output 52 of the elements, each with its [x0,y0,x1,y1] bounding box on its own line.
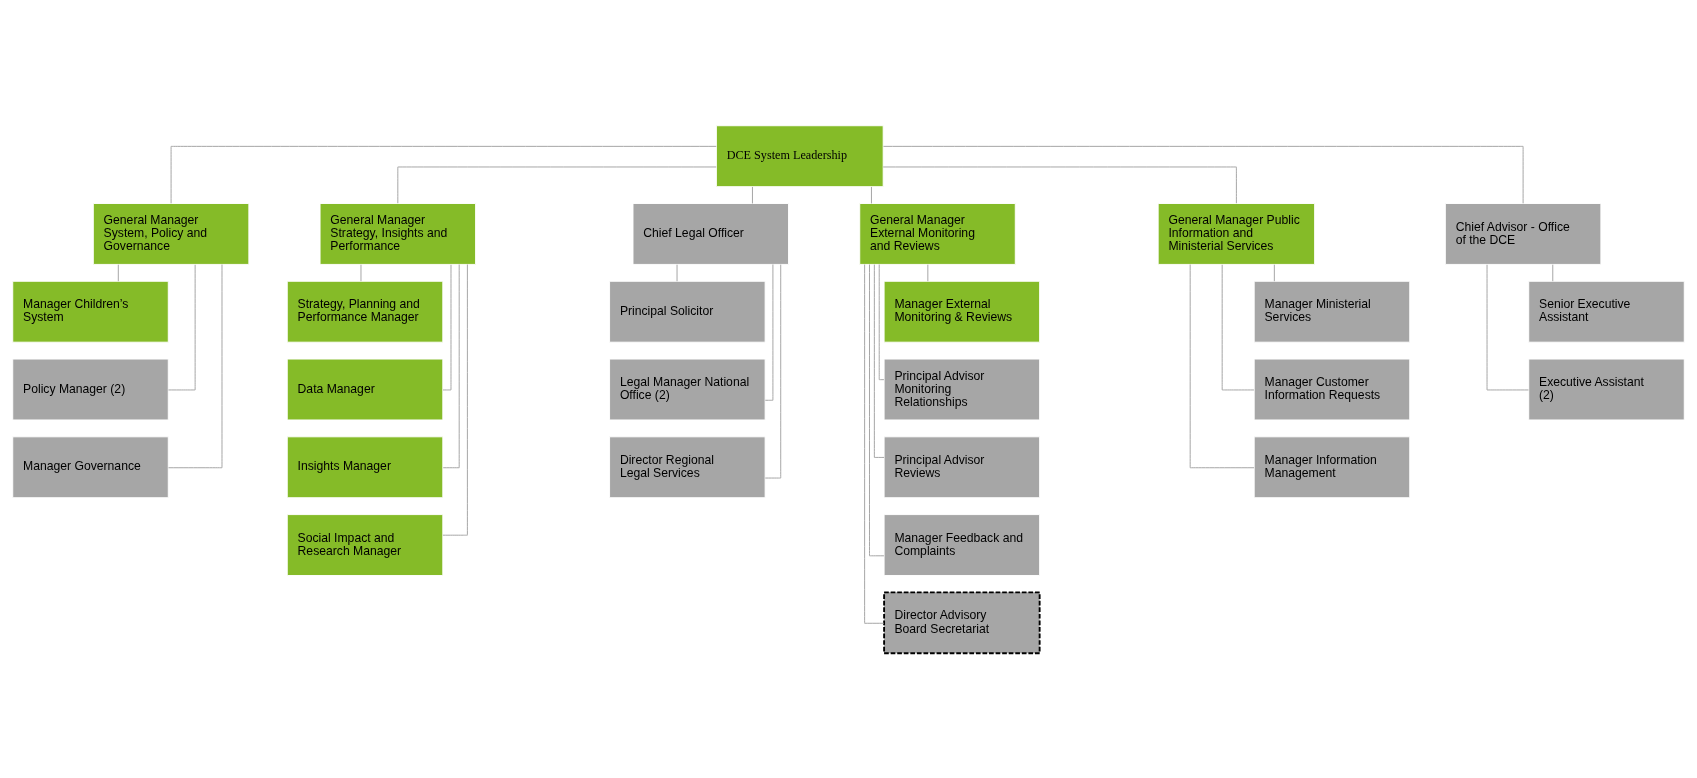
node-box: Executive Assistant (2) [1528,358,1685,420]
node-box: Chief Advisor - Office of the DCE [1444,202,1602,265]
node-box: Data Manager [286,358,444,420]
connector [764,263,782,478]
connector [442,263,452,390]
connector [360,263,362,282]
connector [869,263,885,556]
node-box: Manager External Monitoring & Reviews [883,280,1041,343]
node-box: General Manager External Monitoring and Reviews [859,202,1016,265]
connector [1486,263,1529,390]
connector [927,263,929,282]
connector [117,263,119,282]
node-box: Manager Ministerial Services [1253,280,1411,343]
connector [752,185,753,204]
node-box: Senior Executive Assistant [1528,280,1685,343]
connector [873,263,885,458]
connector [676,263,678,282]
node-box: Principal Solicitor [609,280,766,343]
node-box: Social Impact and Research Manager [286,513,444,576]
connector [871,185,872,204]
connector [168,263,196,390]
connector [882,166,1237,204]
node-box: Principal Advisor Reviews [883,435,1041,498]
node-box: General Manager Public Information and Ministerial Services [1157,202,1316,265]
node-box: Director Advisory Board Secretariat [883,590,1041,654]
connector [878,263,885,380]
node-box: Chief Legal Officer [632,202,789,265]
connector [442,263,460,468]
node-box: Manager Children’s System [12,280,169,343]
node-box: Policy Manager (2) [12,358,169,420]
node-box: DCE System Leadership [715,124,884,187]
node-box: Manager Customer Information Requests [1253,358,1411,420]
node-box: Legal Manager National Office (2) [609,358,766,420]
node-box: Manager Governance [12,435,169,498]
connector [883,145,1524,204]
node-box: Insights Manager [286,435,444,498]
connector [764,263,774,401]
node-box: Director Regional Legal Services [609,435,766,498]
node-box: General Manager System, Policy and Governance [92,202,250,265]
connector [397,166,717,204]
node-box: Strategy, Planning and Performance Manager [286,280,444,343]
connector [1273,263,1275,282]
connector [1221,263,1255,390]
connector [1552,263,1554,282]
node-box: General Manager Strategy, Insights and Performance [319,202,477,265]
connector [170,145,717,204]
connector [168,263,223,468]
connector [1189,263,1255,468]
node-box: Manager Feedback and Complaints [883,513,1041,576]
node-box: Manager Information Management [1253,435,1411,498]
connector [442,263,468,536]
node-box: Principal Advisor Monitoring Relationships [883,358,1041,420]
